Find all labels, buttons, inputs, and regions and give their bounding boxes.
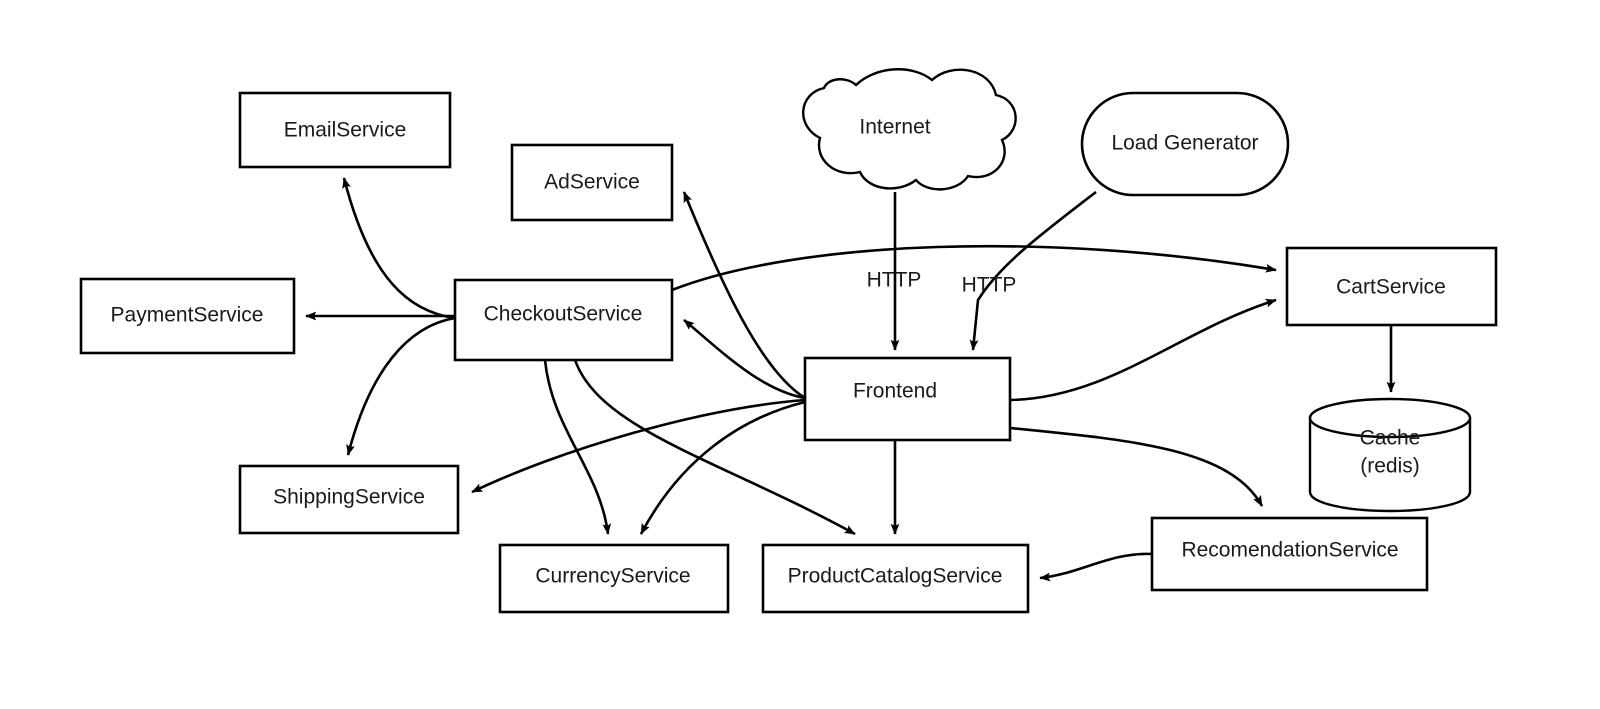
frontend-box[interactable] bbox=[803, 356, 1012, 442]
edge-frontend-checkoutservice bbox=[683, 319, 806, 400]
cylinder-icon[interactable] bbox=[1308, 416, 1472, 513]
edge-label-loadgen-http: HTTP bbox=[962, 274, 1017, 297]
node-adservice[interactable]: AdService bbox=[510, 143, 674, 222]
loadgenerator-label: Load Generator bbox=[1111, 132, 1258, 155]
node-emailservice[interactable]: EmailService bbox=[238, 91, 452, 169]
currencyservice-label: CurrencyService bbox=[535, 565, 690, 588]
productcatalogservice-box[interactable] bbox=[761, 543, 1030, 614]
edge-frontend-adservice bbox=[682, 191, 806, 400]
emailservice-label: EmailService bbox=[284, 119, 407, 142]
node-recomendationservice[interactable]: RecomendationService bbox=[1150, 516, 1429, 592]
currencyservice-box[interactable] bbox=[498, 543, 730, 614]
checkoutservice-box[interactable] bbox=[453, 278, 674, 362]
productcatalogservice-label: ProductCatalogService bbox=[788, 565, 1003, 588]
edge-label-internet-http: HTTP bbox=[867, 269, 922, 292]
cache-label-line1: Cache bbox=[1360, 427, 1421, 450]
edge-loadgenerator-frontend bbox=[969, 190, 1097, 351]
recomendationservice-label: RecomendationService bbox=[1181, 539, 1398, 562]
edge-frontend-currencyservice bbox=[639, 400, 806, 535]
node-cartservice[interactable]: CartService bbox=[1285, 246, 1498, 327]
recomendationservice-box[interactable] bbox=[1150, 516, 1429, 592]
edge-checkoutservice-currencyservice bbox=[543, 359, 612, 535]
edge-labels-layer: HTTP HTTP bbox=[867, 269, 1017, 297]
edge-recomendation-productcatalog bbox=[1039, 552, 1153, 582]
shippingservice-label: ShippingService bbox=[273, 486, 425, 509]
cache-label-line2: (redis) bbox=[1360, 455, 1420, 478]
paymentservice-box[interactable] bbox=[79, 277, 296, 355]
edge-checkoutservice-emailservice bbox=[342, 177, 456, 320]
frontend-label: Frontend bbox=[853, 380, 937, 403]
node-internet[interactable]: Internet bbox=[802, 68, 1017, 191]
edge-frontend-shippingservice bbox=[471, 398, 806, 494]
node-cache[interactable]: Cache (redis) bbox=[1308, 397, 1472, 513]
loadgenerator-box[interactable] bbox=[1080, 91, 1290, 197]
node-productcatalogservice[interactable]: ProductCatalogService bbox=[761, 543, 1030, 614]
emailservice-box[interactable] bbox=[238, 91, 452, 169]
cylinder-top-ellipse[interactable] bbox=[1308, 397, 1472, 439]
checkoutservice-label: CheckoutService bbox=[484, 303, 643, 326]
node-loadgenerator[interactable]: Load Generator bbox=[1080, 91, 1290, 197]
cartservice-label: CartService bbox=[1336, 276, 1446, 299]
node-checkoutservice[interactable]: CheckoutService bbox=[453, 278, 674, 362]
cloud-icon[interactable] bbox=[802, 68, 1017, 191]
paymentservice-label: PaymentService bbox=[111, 304, 264, 327]
edge-checkoutservice-productcatalog bbox=[573, 359, 856, 536]
edges-layer bbox=[305, 177, 1396, 582]
edge-frontend-cartservice bbox=[1009, 298, 1277, 402]
adservice-label: AdService bbox=[544, 171, 640, 194]
edge-checkoutservice-shippingservice bbox=[346, 316, 456, 456]
cartservice-box[interactable] bbox=[1285, 246, 1498, 327]
node-paymentservice[interactable]: PaymentService bbox=[79, 277, 296, 355]
node-currencyservice[interactable]: CurrencyService bbox=[498, 543, 730, 614]
shippingservice-box[interactable] bbox=[238, 464, 460, 535]
node-shippingservice[interactable]: ShippingService bbox=[238, 464, 460, 535]
adservice-box[interactable] bbox=[510, 143, 674, 222]
edge-frontend-recomendationservice bbox=[1009, 426, 1264, 507]
edge-checkoutservice-cartservice bbox=[671, 244, 1277, 292]
internet-label: Internet bbox=[859, 116, 930, 139]
node-frontend[interactable]: Frontend bbox=[803, 356, 1012, 442]
